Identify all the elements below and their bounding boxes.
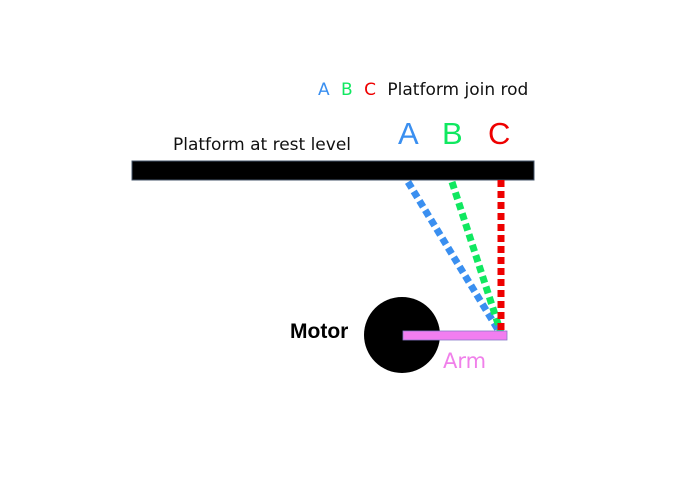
legend-b: B bbox=[341, 80, 353, 100]
rod-b bbox=[448, 180, 505, 335]
arm-bar bbox=[402, 330, 508, 341]
rod-a-label: A bbox=[398, 116, 419, 151]
legend-c: C bbox=[364, 80, 376, 100]
rod-a bbox=[405, 180, 503, 335]
rod-c-label: C bbox=[488, 116, 511, 151]
platform-label: Platform at rest level bbox=[173, 135, 352, 155]
arm-label: Arm bbox=[443, 349, 487, 373]
motor-label: Motor bbox=[290, 320, 349, 343]
legend: A B C Platform join rod bbox=[318, 80, 528, 100]
platform-bar bbox=[131, 160, 535, 181]
legend-text: Platform join rod bbox=[387, 80, 529, 100]
rod-b-label: B bbox=[442, 116, 463, 151]
legend-a: A bbox=[318, 80, 330, 100]
motor-circle bbox=[364, 297, 440, 373]
